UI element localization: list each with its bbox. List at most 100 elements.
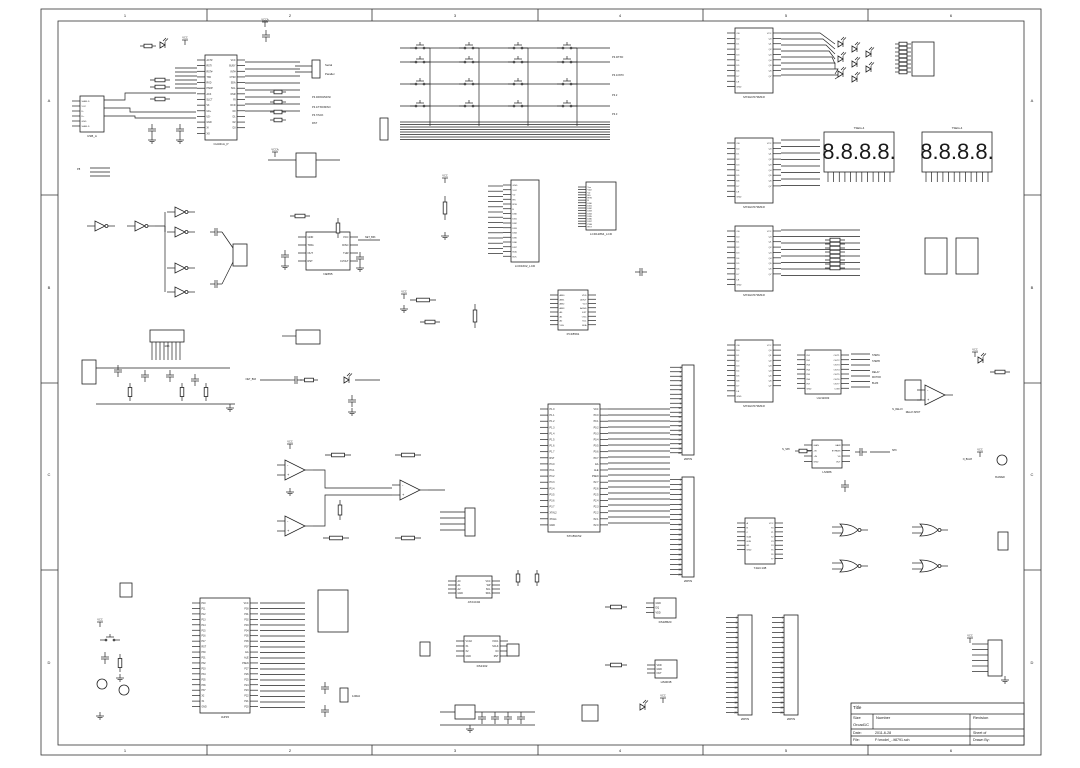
pin-number: 3 <box>680 375 682 378</box>
ground-symbol <box>286 488 294 496</box>
led-power2 <box>639 699 649 711</box>
pin-label: XTAL2 <box>550 512 558 515</box>
pin-label: CTS# <box>230 77 237 79</box>
pin-number: 17 <box>678 559 681 562</box>
pin-label: B <box>747 527 749 529</box>
pin-label: R/W <box>588 198 593 200</box>
pin-number: 12 <box>678 416 681 419</box>
pin-label: E <box>513 209 515 211</box>
pin-label: AIN2 <box>560 303 566 306</box>
pin-label: SCL <box>486 588 491 591</box>
led-d2 <box>343 372 353 384</box>
pin-label: P3.3 <box>550 481 556 484</box>
pin-label: P2.4 <box>594 500 600 503</box>
pin-number: 19 <box>678 569 681 572</box>
pin-label: D1 <box>737 154 741 156</box>
pin-number: 5 <box>782 637 784 640</box>
pin-label: SHIELD <box>82 101 90 103</box>
net-label: VCC <box>660 694 666 698</box>
pin-label: P0.1 <box>594 420 600 423</box>
pin-label: UD+ <box>207 111 212 113</box>
pin-label: X2 <box>466 650 470 653</box>
pin-label: P11 <box>202 608 207 610</box>
pin-label: BUSY <box>229 66 236 68</box>
pin-label: Q4 <box>769 258 773 260</box>
pin-label: - <box>287 518 289 523</box>
pin-label: Y0 <box>771 527 774 529</box>
pin-number: 7 <box>782 647 784 650</box>
inverter-u1 <box>87 220 115 232</box>
capacitor-c7 <box>210 280 222 288</box>
part-ref: M74HC573M1R <box>743 293 765 297</box>
net-label: STEPA <box>872 354 880 357</box>
pin-label: DB1 <box>588 205 593 207</box>
pin-label: OUT6 <box>834 379 841 381</box>
pin-number: 5 <box>736 637 738 640</box>
pin-number: 3 <box>782 627 784 630</box>
pin-label: VS <box>838 456 841 458</box>
pin-label: IN2 <box>807 360 811 362</box>
pin-label: LE <box>737 279 740 281</box>
pin-number: 16 <box>780 692 783 695</box>
resistor-r13 <box>515 570 521 586</box>
pin-label: DSR <box>231 94 236 96</box>
pin-number: 15 <box>678 549 681 552</box>
pin-number: 18 <box>734 702 737 705</box>
pin-label: Q2 <box>769 49 773 51</box>
pin-number: 8 <box>680 398 682 401</box>
pin-label: LE <box>737 81 740 83</box>
pin-number: 1 <box>782 617 784 620</box>
inverter-u2 <box>127 220 155 232</box>
row-label: C <box>48 472 51 477</box>
pin-label: Q7 <box>769 76 773 78</box>
pin-label: D0 <box>737 148 741 150</box>
pin-label: D5 <box>737 175 741 177</box>
pin-label: VCC <box>593 408 598 411</box>
net-label: RELAY <box>872 371 880 374</box>
pin-label: D0 <box>737 38 741 40</box>
potentiometer <box>335 218 341 238</box>
part-ref: IAP15 <box>221 715 230 719</box>
pin-label: P27 <box>244 668 249 670</box>
pin-label: Vdd <box>588 190 593 192</box>
capacitor-c17 <box>841 480 849 492</box>
capacitor-c8 <box>191 374 199 386</box>
resistor-seg <box>825 249 845 255</box>
ground-symbol <box>466 725 474 733</box>
pin-label: OSC <box>582 316 587 318</box>
pin-number: 6 <box>680 389 682 392</box>
pin-label: UD- <box>207 116 211 118</box>
resistor-r39 <box>395 535 421 541</box>
connector-keys <box>379 117 389 141</box>
part-ref: PCF8591 <box>567 332 580 336</box>
pin-label: OE <box>737 231 741 233</box>
ground-symbol <box>148 136 156 144</box>
key-switch <box>557 100 577 108</box>
capacitor-c9 <box>262 30 270 42</box>
part-ref: DS1302 <box>477 664 488 668</box>
part-ref: RELAY-SPDT <box>906 411 921 414</box>
pin-label: V0 <box>588 192 591 194</box>
pin-label: GND <box>657 668 663 671</box>
file-value: F:\model_..\t8791.sch <box>875 738 910 742</box>
pin-label: DCD <box>231 105 236 107</box>
pin-label: Q0 <box>769 236 773 238</box>
resistor-r21 <box>300 377 318 383</box>
pin-label: D7 <box>737 186 741 188</box>
pin-label: Q2 <box>769 247 773 249</box>
pin-label: Q3 <box>769 252 773 254</box>
pin-number: 11 <box>679 411 682 414</box>
capacitor-power <box>491 712 499 724</box>
pin-label: - <box>287 462 289 467</box>
pin-label: P06 <box>244 641 249 643</box>
part-ref: CH341A_P <box>213 142 228 146</box>
pin-label: VDD <box>657 664 662 667</box>
pin-label: Q5 <box>769 376 773 378</box>
pin-label: RST <box>494 655 499 658</box>
pin-number: 11 <box>679 529 682 532</box>
pin-label: P01 <box>244 614 249 616</box>
resistor-r37 <box>323 535 349 541</box>
title-block: Title Size Orcad1C Number Revision Date:… <box>850 702 1025 746</box>
pin-label: D0 <box>737 236 741 238</box>
transistor-q1 <box>96 678 108 690</box>
